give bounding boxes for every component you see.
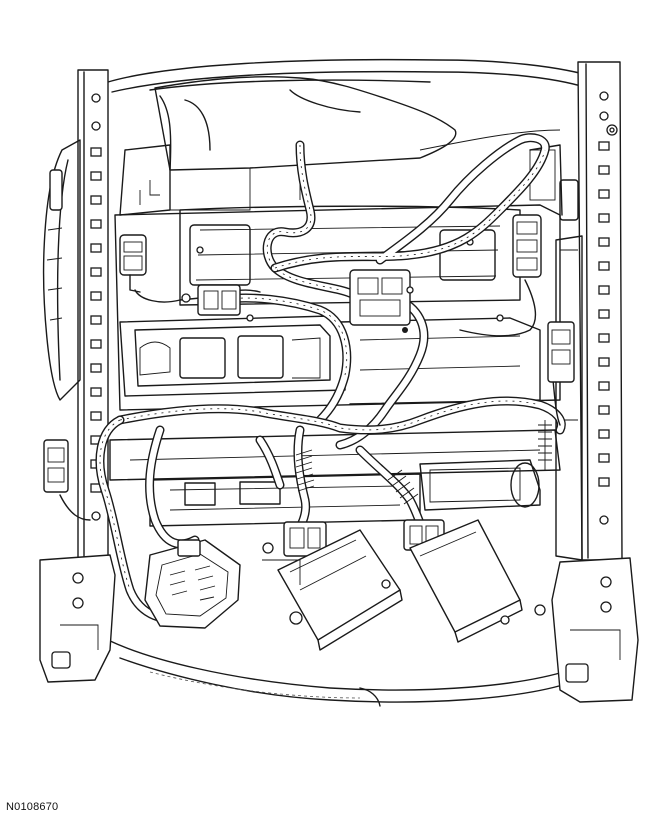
right-rail-holes [598, 91, 610, 525]
connector-module-left [283, 521, 327, 557]
connector-center-left [181, 284, 241, 316]
connector-upper-right [512, 214, 542, 278]
right-seat-rail [551, 61, 639, 703]
seat-cushion-outline [107, 58, 599, 707]
seat-foam-pocket [154, 76, 561, 211]
seat-track-housing [109, 315, 561, 527]
left-seat-rail [39, 69, 116, 683]
left-rail-holes [90, 93, 102, 521]
electronic-modules [262, 519, 546, 651]
seat-control-module-left [277, 529, 403, 651]
figure-reference-number: N0108670 [6, 801, 59, 813]
connector-upper-left [119, 234, 147, 293]
connector-center-top [349, 269, 411, 333]
connector-large-lower-left [144, 539, 241, 629]
seat-pan [114, 144, 563, 411]
wire-bundle-center [295, 449, 419, 505]
fasteners [246, 124, 618, 322]
connector-right-rail [547, 321, 575, 383]
connector-left-trim [43, 439, 69, 493]
seat-control-module-right [409, 519, 523, 643]
connectors [43, 214, 575, 629]
